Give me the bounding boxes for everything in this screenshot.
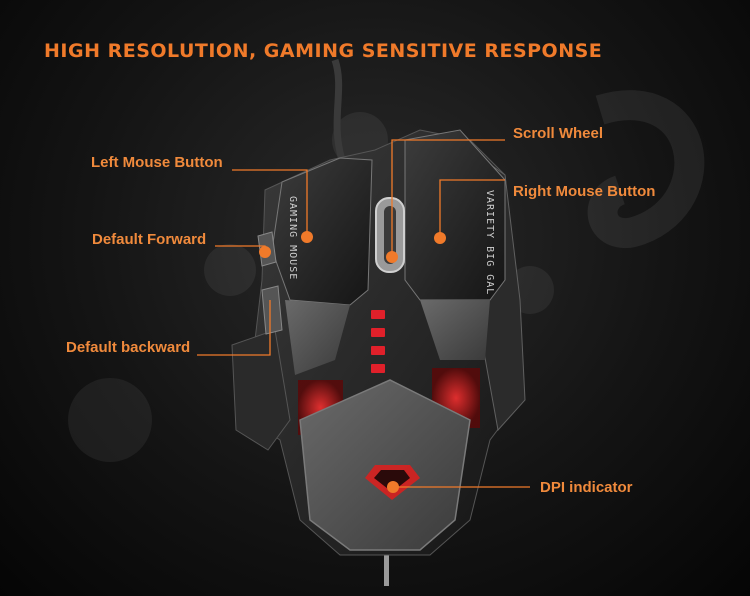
- watermark: [68, 90, 705, 462]
- callout-left-mouse-button: Left Mouse Button: [91, 154, 223, 171]
- callout-dots: [259, 231, 446, 493]
- left-button-grey-panel: [285, 300, 350, 375]
- scroll-wheel-core: [384, 206, 396, 264]
- callout-default-backward: Default backward: [66, 339, 191, 356]
- right-mouse-button[interactable]: [404, 129, 506, 301]
- callout-scroll-wheel: Scroll Wheel: [513, 125, 604, 142]
- left-mouse-button[interactable]: [271, 157, 373, 306]
- right-side-lettering: VARIETY BIG GAL: [484, 190, 495, 295]
- dpi-leds: [371, 310, 385, 373]
- mouse-cable: [331, 58, 346, 162]
- headline: HIGH RESOLUTION, GAMING SENSITIVE RESPON…: [44, 40, 603, 62]
- mouse-stand: [384, 540, 389, 586]
- right-button-grey-panel: [420, 300, 490, 360]
- callout-default-forward: Default Forward: [92, 231, 207, 248]
- callout-dpi-indicator: DPI indicator: [540, 479, 633, 496]
- callout-right-mouse-button: Right Mouse Button: [513, 183, 656, 200]
- backward-button[interactable]: [261, 285, 283, 335]
- left-side-lettering: GAMING MOUSE: [287, 196, 298, 280]
